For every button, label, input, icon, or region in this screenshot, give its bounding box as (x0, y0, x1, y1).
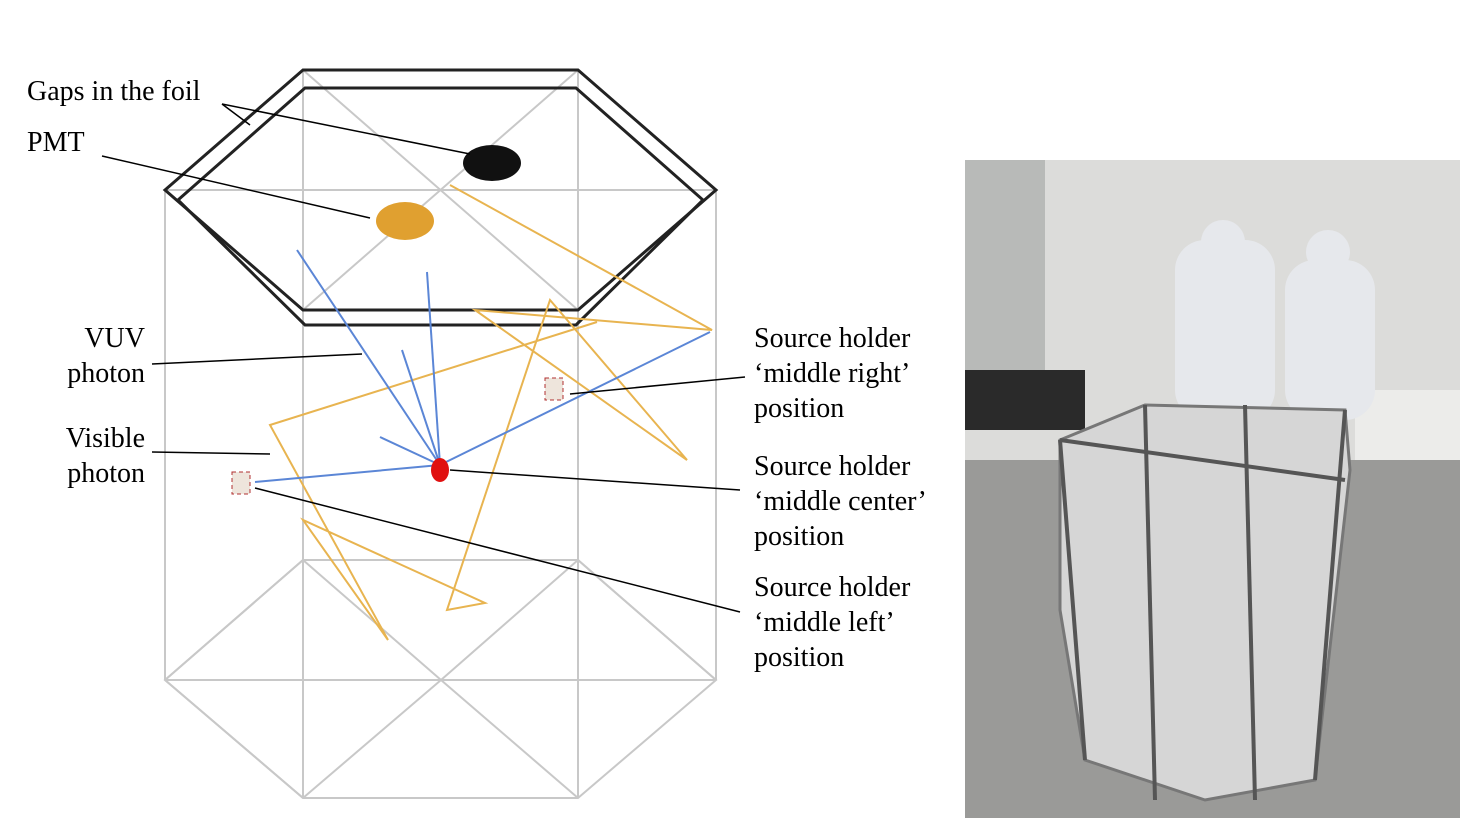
visible-photon-tracks (268, 184, 713, 641)
label-line: VUV (84, 323, 145, 354)
label-gaps-in-foil: Gaps in the foil (27, 76, 201, 107)
foil-hexagon-prototype (1058, 403, 1352, 802)
source-middle-center (431, 458, 449, 482)
person (1175, 220, 1375, 420)
label-pmt: PMT (27, 127, 85, 158)
source-holder-middle-right (544, 377, 564, 401)
label-line: Source holder (754, 323, 911, 354)
vuv-photon-tracks (254, 249, 711, 483)
label-source-middle-right: Source holder ‘middle right’ position (754, 321, 910, 426)
label-line: position (754, 393, 845, 424)
label-line: ‘middle center’ (754, 486, 927, 517)
detector-simulation-diagram (101, 68, 746, 799)
label-vuv-photon: VUV photon (40, 321, 145, 391)
label-source-middle-left: Source holder ‘middle left’ position (754, 570, 910, 675)
label-line: Source holder (754, 451, 911, 482)
lab-photo (965, 160, 1460, 818)
detector-wireframe (163, 69, 718, 799)
label-line: photon (67, 358, 145, 389)
label-visible-photon: Visible photon (30, 421, 145, 491)
label-line: position (754, 521, 845, 552)
label-line: position (754, 642, 845, 673)
gap-in-foil (463, 145, 521, 181)
top-hexagon-foil (162, 68, 719, 327)
label-line: Visible (65, 423, 145, 454)
label-line: Source holder (754, 572, 911, 603)
label-line: ‘middle left’ (754, 607, 895, 638)
source-holder-middle-left (231, 471, 251, 495)
label-line: ‘middle right’ (754, 358, 911, 389)
label-line: photon (67, 458, 145, 489)
leader-lines (101, 103, 746, 613)
label-source-middle-center: Source holder ‘middle center’ position (754, 449, 927, 554)
pmt-icon (376, 202, 434, 240)
